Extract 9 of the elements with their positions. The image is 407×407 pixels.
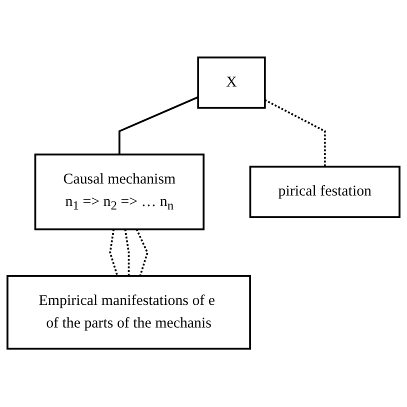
connector — [124, 230, 130, 276]
node-box: X — [197, 56, 266, 110]
connector — [136, 229, 148, 277]
node-box: Empirical manifestations of e of the parts of the mechanis — [6, 275, 251, 350]
connector — [109, 230, 118, 277]
node-box: pirical festation — [249, 166, 400, 218]
connector — [264, 100, 326, 168]
connector — [118, 96, 198, 155]
node-box: Causal mechanism n$_{1}$ => n$_{2}$ => … n$_{n}$ — [34, 154, 205, 231]
